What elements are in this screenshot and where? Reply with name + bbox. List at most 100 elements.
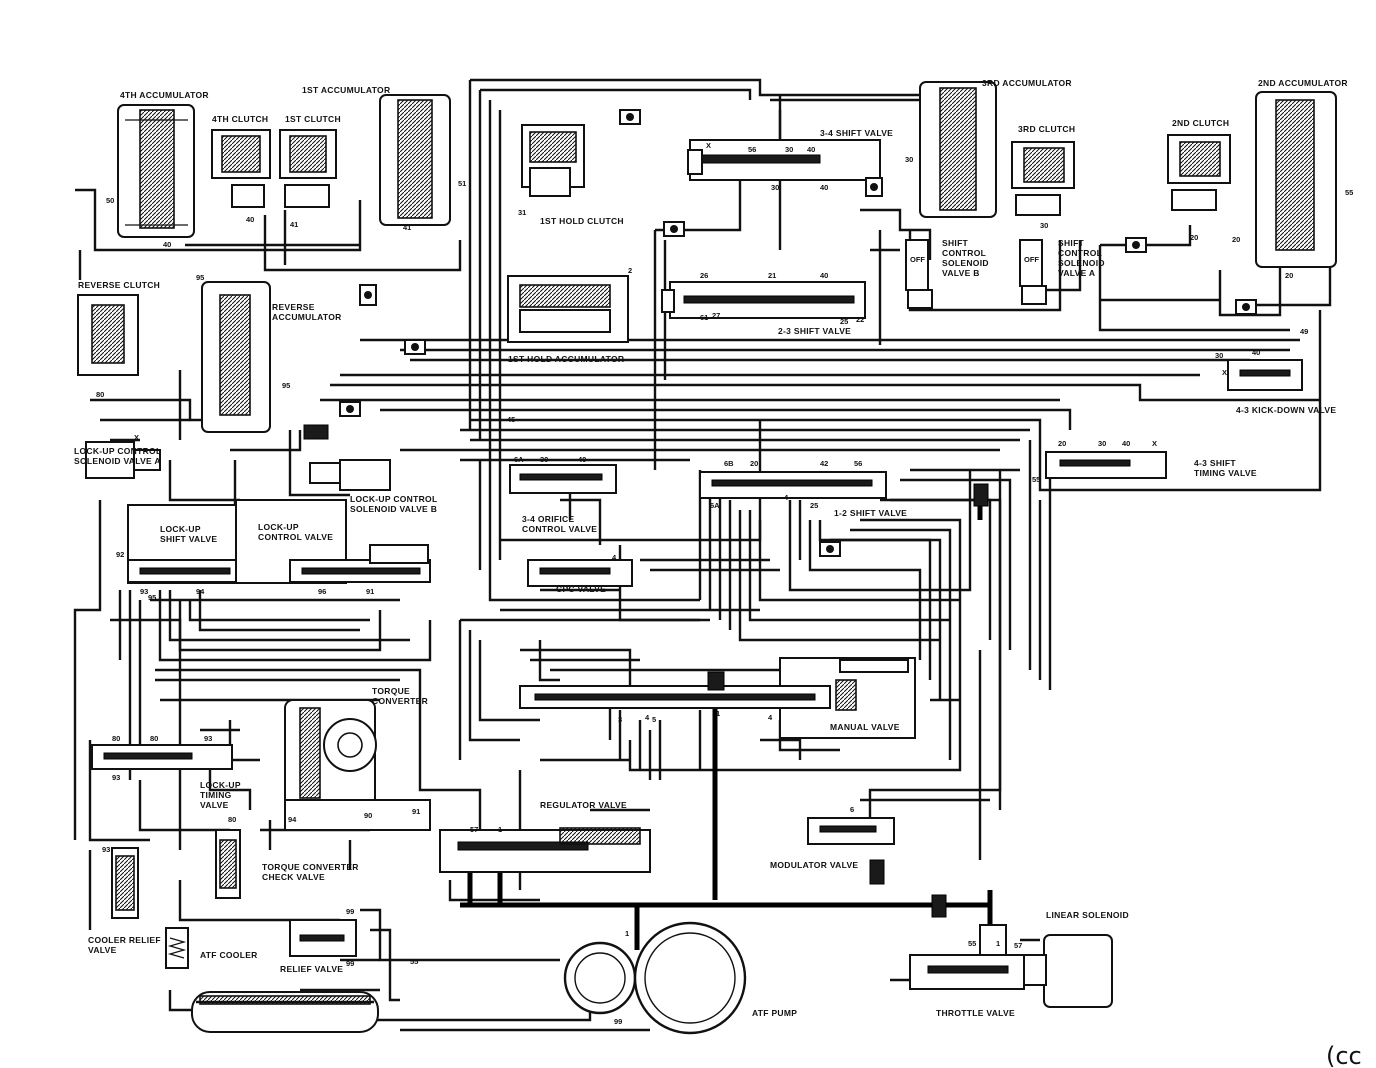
- 3rd-clutch-label: 3RD CLUTCH: [1018, 124, 1075, 134]
- manual-valve-label: MANUAL VALVE: [830, 722, 900, 732]
- port-label: 4: [612, 553, 617, 562]
- cpc-valve: CPC VALVE: [527, 559, 633, 594]
- check-ball: [364, 291, 372, 299]
- port-label: 20: [750, 459, 758, 468]
- atf-pump: ATF PUMP 99 1: [563, 921, 797, 1035]
- relief-valve-label: RELIEF VALVE: [280, 964, 343, 974]
- port-label: X: [1222, 368, 1227, 377]
- lock-up-solenoid-a-label: SOLENOID VALVE A: [74, 456, 161, 466]
- 1st-accumulator-label: 1ST ACCUMULATOR: [302, 85, 390, 95]
- torque-converter: TORQUE CONVERTER 94 90 91: [284, 686, 431, 831]
- port-label: 95: [282, 381, 290, 390]
- port-label: 26: [700, 271, 708, 280]
- main-pressure-line: [460, 490, 993, 950]
- port-numbers: 20 55 45 4 5 4 3 4 22 61 X 95 X X: [134, 235, 1240, 724]
- orifice-valve-label: 3-4 ORIFICE: [522, 514, 574, 524]
- cooler-relief-valve-label: VALVE: [88, 945, 117, 955]
- shift-control-solenoid-valve-a: OFF SHIFT CONTROL SOLENOID VALVE A: [1019, 238, 1104, 305]
- port-label: 41: [403, 223, 411, 232]
- port-label: 51: [458, 179, 466, 188]
- lock-up-solenoid-a-label: LOCK-UP CONTROL: [74, 446, 161, 456]
- kick-down-valve-label: 4-3 KICK-DOWN VALVE: [1236, 405, 1336, 415]
- tc-check-valve-label: TORQUE CONVERTER: [262, 862, 359, 872]
- lock-up-timing-valve-label: VALVE: [200, 800, 229, 810]
- port-label: 93: [140, 587, 148, 596]
- 4th-accumulator: 4TH ACCUMULATOR 50 40: [106, 90, 209, 249]
- check-valves: [303, 109, 1257, 557]
- solenoid-a-label: VALVE A: [1058, 268, 1095, 278]
- regulator-valve: REGULATOR VALVE 57 1: [439, 800, 651, 873]
- port-label: 21: [768, 271, 776, 280]
- port-label: 40: [820, 271, 828, 280]
- lock-up-shift-valve-label: SHIFT VALVE: [160, 534, 217, 544]
- reverse-accumulator-label: ACCUMULATOR: [272, 312, 342, 322]
- port-label: 55: [1345, 188, 1353, 197]
- port-label: X: [706, 141, 711, 150]
- port-label: 40: [578, 455, 586, 464]
- lock-up-control-valve-label: CONTROL VALVE: [258, 532, 333, 542]
- port-label: 25: [810, 501, 818, 510]
- 1-2-shift-valve: 1-2 SHIFT VALVE 6B 20 42 56 6A 25: [699, 459, 907, 518]
- 1st-accumulator: 1ST ACCUMULATOR 51 41: [302, 85, 466, 232]
- port-label: 5: [652, 715, 656, 724]
- throttle-valve-label: THROTTLE VALVE: [936, 1008, 1015, 1018]
- 1st-clutch-label: 1ST CLUTCH: [285, 114, 341, 124]
- port-label: 22: [856, 315, 864, 324]
- atf-pump-label: ATF PUMP: [752, 1008, 797, 1018]
- torque-converter-label: TORQUE: [372, 686, 410, 696]
- oil-strainer: [191, 991, 379, 1033]
- 1st-hold-accumulator: 1ST HOLD ACCUMULATOR 2: [507, 266, 632, 364]
- 2nd-accumulator: 2ND ACCUMULATOR 55 20: [1255, 78, 1353, 280]
- port-label: 3: [618, 715, 622, 724]
- lock-up-timing-valve-label: TIMING: [200, 790, 232, 800]
- port-label: 80: [112, 734, 120, 743]
- cpc-valve-label: CPC VALVE: [556, 584, 606, 594]
- throttle-valve: THROTTLE VALVE 55 1 57: [909, 894, 1025, 1018]
- port-label: 30: [785, 145, 793, 154]
- solenoid-b-label: SOLENOID: [942, 258, 989, 268]
- port-label: 6B: [724, 459, 734, 468]
- 3rd-accumulator-label: 3RD ACCUMULATOR: [982, 78, 1072, 88]
- port-label: 30: [540, 455, 548, 464]
- port-label: 30: [1215, 351, 1223, 360]
- lock-up-shift-valve: LOCK-UP SHIFT VALVE 92 93 94: [116, 504, 249, 596]
- port-label: 91: [412, 807, 420, 816]
- corner-mark: (cc: [1326, 1042, 1362, 1068]
- port-label: 40: [163, 240, 171, 249]
- port-label: 31: [518, 208, 526, 217]
- check-ball: [826, 545, 834, 553]
- 1st-hold-clutch-label: 1ST HOLD CLUTCH: [540, 216, 624, 226]
- port-label: 80: [96, 390, 104, 399]
- port-label: 99: [346, 907, 354, 916]
- cooler-relief-valve-label: COOLER RELIEF: [88, 935, 161, 945]
- port-label: 1: [498, 825, 502, 834]
- port-label: 80: [150, 734, 158, 743]
- port-label: 4: [768, 713, 773, 722]
- 1st-hold-clutch: 1ST HOLD CLUTCH 31: [518, 124, 624, 226]
- check-ball: [626, 113, 634, 121]
- port-label: 25: [840, 317, 848, 326]
- 3rd-accumulator: 3RD ACCUMULATOR 30: [905, 78, 1072, 218]
- lock-up-control-solenoid-valve-a: LOCK-UP CONTROL SOLENOID VALVE A: [74, 441, 161, 479]
- reverse-clutch: REVERSE CLUTCH 80: [77, 280, 160, 399]
- 1st-hold-accumulator-label: 1ST HOLD ACCUMULATOR: [508, 354, 624, 364]
- port-label: 4: [784, 493, 789, 502]
- shift-control-solenoid-valve-b: OFF SHIFT CONTROL SOLENOID VALVE B: [905, 238, 989, 309]
- port-label: 42: [820, 459, 828, 468]
- torque-converter-check-valve: TORQUE CONVERTER CHECK VALVE 80: [215, 815, 359, 899]
- port-label: 96: [318, 587, 326, 596]
- port-label: 40: [1252, 348, 1260, 357]
- port-label: 40: [807, 145, 815, 154]
- port-label: 80: [228, 815, 236, 824]
- linear-solenoid: LINEAR SOLENOID: [1023, 910, 1129, 1008]
- lock-up-control-valve: LOCK-UP CONTROL VALVE 96 91: [235, 499, 431, 596]
- port-label: 6A: [514, 455, 524, 464]
- 2-3-shift-valve-label: 2-3 SHIFT VALVE: [778, 326, 851, 336]
- solenoid-a-label: CONTROL: [1058, 248, 1102, 258]
- port-label: 1: [716, 709, 720, 718]
- regulator-valve-label: REGULATOR VALVE: [540, 800, 627, 810]
- port-label: 61: [700, 313, 708, 322]
- modulator-valve: MODULATOR VALVE 6: [770, 805, 895, 885]
- port-label: 56: [854, 459, 862, 468]
- 2nd-clutch: 2ND CLUTCH 20: [1167, 118, 1231, 242]
